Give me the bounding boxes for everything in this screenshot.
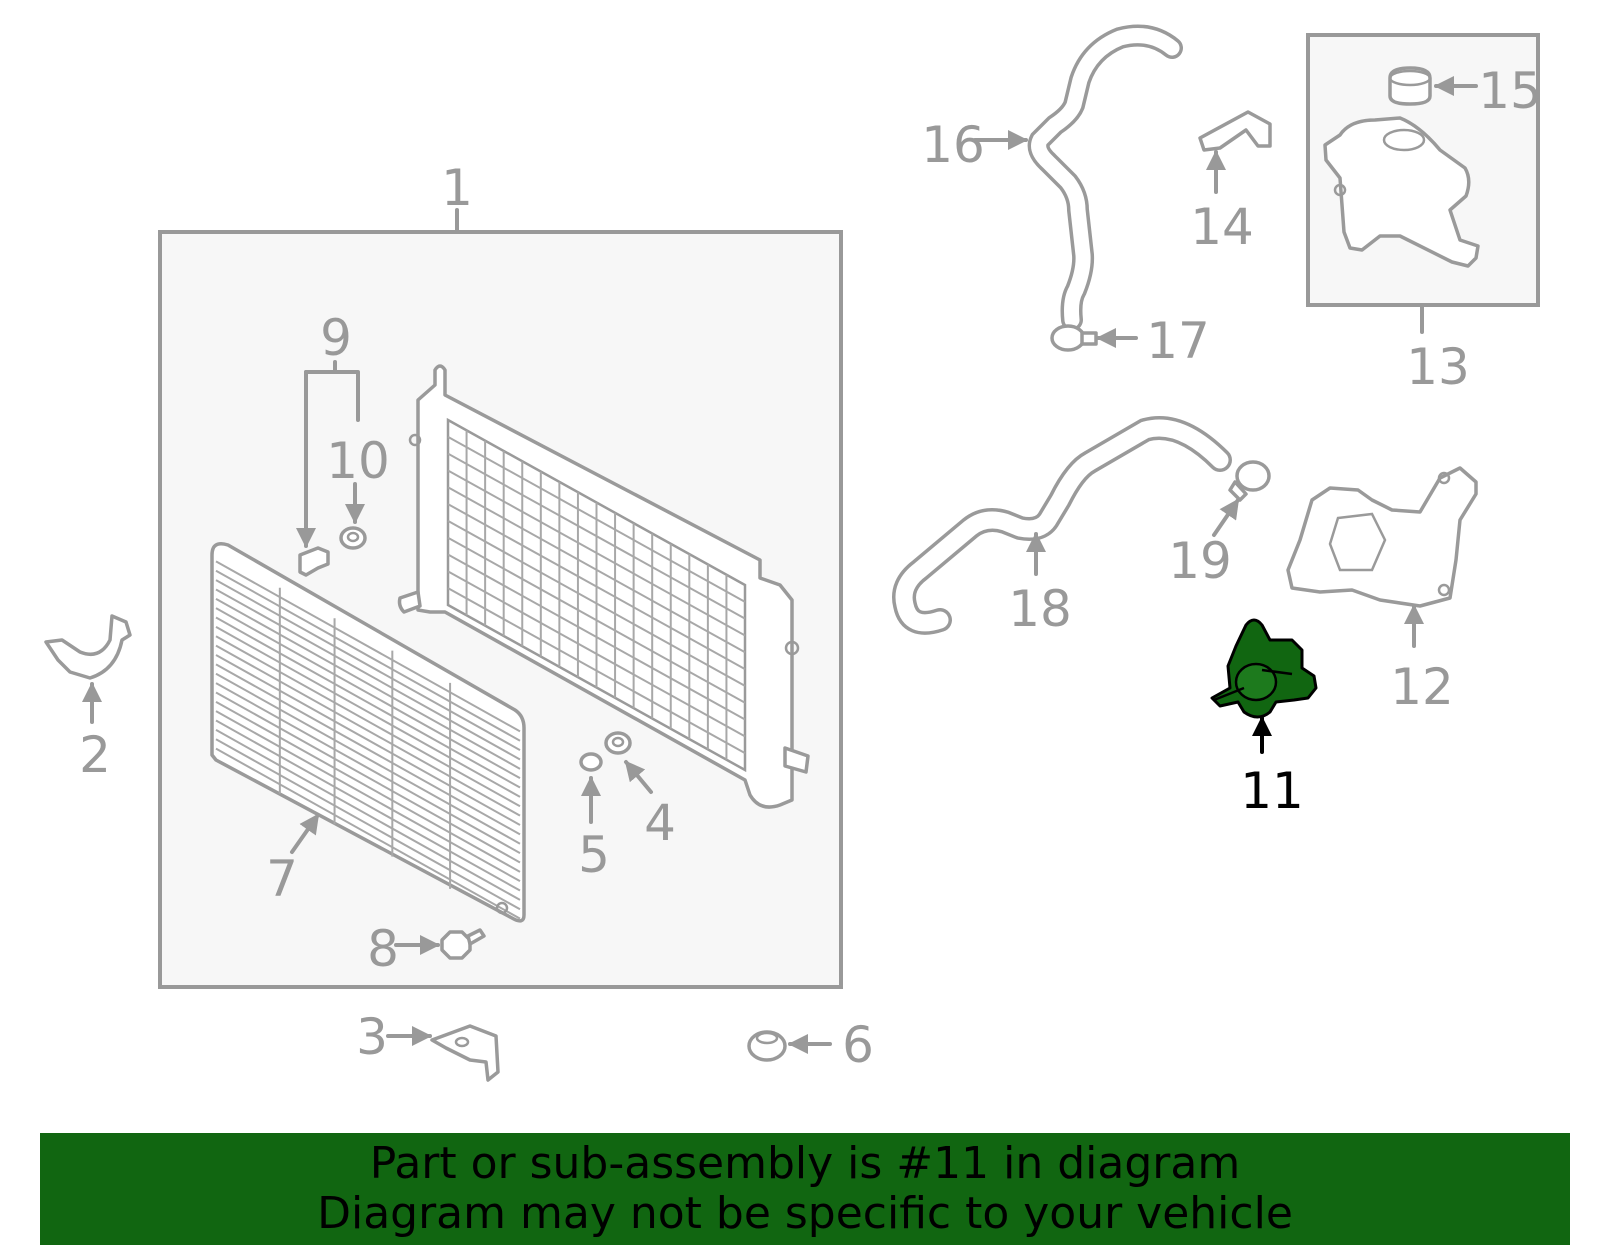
- grid-line: [215, 719, 521, 892]
- leader-lines: [82, 76, 1478, 1054]
- reservoir-tank: [1323, 116, 1480, 268]
- callout-18: 18: [1008, 580, 1072, 638]
- part-3-bracket: [430, 1024, 500, 1082]
- part-14-bracket: [1198, 110, 1272, 152]
- grid-line: [215, 579, 521, 751]
- grid-line: [215, 597, 521, 770]
- grid-line: [215, 700, 521, 873]
- grid-line: [447, 469, 746, 637]
- part-6-grommet: [747, 1030, 787, 1062]
- condenser-grid: [215, 560, 521, 920]
- callout-5: 5: [578, 826, 610, 884]
- part-12-bracket: [1286, 466, 1478, 608]
- callout-2: 2: [79, 726, 111, 784]
- part-17-clamp: [1050, 324, 1098, 352]
- callout-13: 13: [1406, 338, 1470, 396]
- part-5-plug: [579, 752, 603, 772]
- callout-16: 16: [921, 116, 985, 174]
- callout-17: 17: [1146, 312, 1210, 370]
- grid-line: [447, 435, 746, 603]
- part-8-bolt: [440, 928, 486, 960]
- callout-8: 8: [367, 920, 399, 978]
- grid-line: [215, 672, 521, 845]
- grid-line: [215, 654, 521, 826]
- grid-line: [447, 452, 746, 620]
- part-18-hose: [892, 416, 1232, 635]
- grid-line: [447, 486, 746, 654]
- callout-4: 4: [644, 794, 676, 852]
- callout-12: 12: [1390, 658, 1454, 716]
- callout-1: 1: [441, 159, 473, 217]
- grid-line: [215, 729, 521, 901]
- callout-3: 3: [356, 1008, 388, 1066]
- callout-14: 14: [1190, 198, 1254, 256]
- grid-line: [447, 570, 746, 738]
- banner-line-1: Part or sub-assembly is #11 in diagram: [369, 1138, 1241, 1189]
- callout-15: 15: [1478, 62, 1542, 120]
- condenser-grille: [210, 542, 526, 923]
- grid-line: [447, 536, 746, 704]
- banner-line-2: Diagram may not be specific to your vehi…: [317, 1188, 1293, 1239]
- grid-line: [215, 569, 521, 742]
- callout-11: 11: [1240, 762, 1304, 820]
- grid-line: [215, 635, 521, 808]
- part-19-clamp: [1228, 460, 1271, 502]
- grid-line: [215, 710, 521, 883]
- grid-line: [215, 747, 521, 920]
- part-2-bracket: [44, 614, 132, 680]
- part-11-water-pump: [1210, 618, 1318, 719]
- callout-19: 19: [1168, 532, 1232, 590]
- callout-labels: 1 2 3 4 5 6 7 8 9 10 11 12 13 14 15 16 1…: [79, 62, 1542, 1074]
- grid-line: [447, 587, 746, 755]
- grid-line: [215, 691, 521, 864]
- grid-line: [215, 663, 521, 836]
- grid-line: [215, 626, 521, 798]
- callout-9: 9: [320, 309, 352, 367]
- grid-line: [215, 607, 521, 780]
- info-banner: Part or sub-assembly is #11 in diagram D…: [40, 1133, 1570, 1245]
- grid-line: [447, 503, 746, 670]
- grid-line: [215, 682, 521, 854]
- part-9-plug: [298, 546, 330, 577]
- grid-line: [215, 644, 521, 817]
- grid-line: [447, 520, 746, 687]
- callout-7: 7: [266, 850, 298, 908]
- part-10-cap: [339, 526, 367, 550]
- radiator-core: [397, 364, 810, 809]
- part-16-hose: [1027, 24, 1183, 331]
- grid-line: [215, 738, 521, 911]
- callout-10: 10: [326, 432, 390, 490]
- radiator-grid: [447, 430, 746, 760]
- callout-6: 6: [842, 1016, 874, 1074]
- grid-line: [215, 616, 521, 789]
- part-15-cap: [1388, 66, 1432, 106]
- grid-line: [447, 553, 746, 721]
- grid-line: [215, 588, 521, 761]
- part-4-grommet: [604, 731, 632, 755]
- grid-line: [215, 560, 521, 733]
